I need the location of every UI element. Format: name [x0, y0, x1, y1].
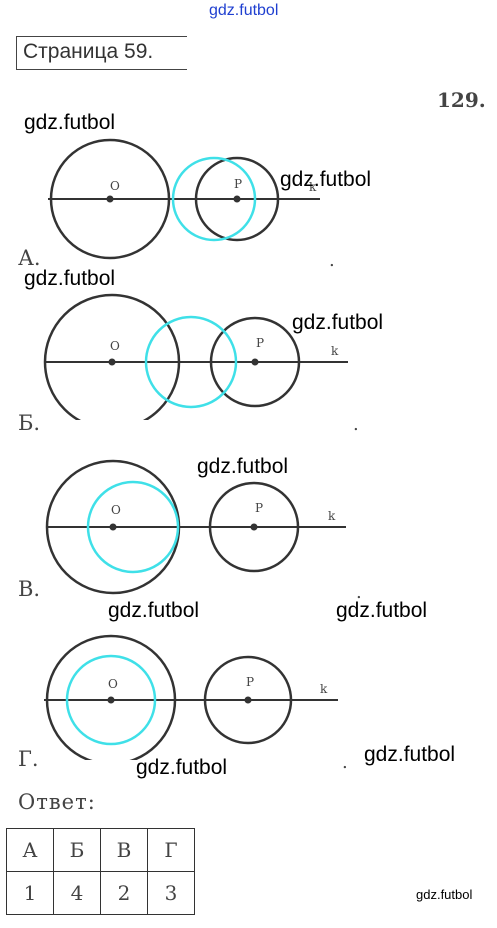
answer-header-cell: Б: [53, 828, 101, 872]
watermark-small: gdz.futbol: [416, 887, 473, 902]
label-k: k: [331, 344, 339, 358]
highlight-circle: [65, 654, 157, 746]
answer-table: А Б В Г 1 4 2 3: [6, 828, 195, 915]
variant-label-g: Г.: [18, 747, 39, 771]
figure-b: O P k: [43, 293, 348, 420]
page-title: Страница 59.: [23, 40, 154, 63]
label-o: O: [108, 677, 118, 691]
figure-v: O P k: [45, 459, 346, 595]
answer-header-row: А Б В Г: [6, 828, 195, 872]
answer-value-cell: 3: [147, 871, 195, 915]
watermark: gdz.futbol: [197, 455, 289, 478]
variant-label-b: Б.: [18, 411, 41, 435]
label-o: O: [110, 339, 120, 353]
circle-p: [208, 481, 300, 573]
circle-p: [203, 655, 293, 745]
watermark: gdz.futbol: [136, 756, 228, 779]
label-k: k: [328, 509, 336, 523]
label-p: P: [246, 675, 254, 689]
watermark: gdz.futbol: [24, 111, 116, 134]
highlight-circle: [86, 480, 180, 574]
point-p: [250, 523, 258, 531]
dot-mark: .: [342, 752, 348, 773]
point-p: [251, 358, 259, 366]
figure-g: O P k: [44, 634, 338, 760]
label-p: P: [234, 177, 242, 191]
answer-header-cell: В: [100, 828, 148, 872]
watermark: gdz.futbol: [336, 599, 428, 622]
dot-mark: .: [356, 582, 362, 603]
answer-header-cell: А: [6, 828, 54, 872]
watermark: gdz.futbol: [364, 743, 456, 766]
answer-header-cell: Г: [147, 828, 195, 872]
watermark-top: gdz.futbol: [209, 2, 279, 19]
circle-o: [45, 634, 177, 760]
circle-o: [49, 138, 171, 260]
circle-p: [209, 316, 301, 408]
figure-a: O P k: [48, 138, 320, 260]
circle-p: [194, 156, 280, 242]
variant-label-v: В.: [18, 577, 41, 601]
answer-value-cell: 2: [100, 871, 148, 915]
point-p: [233, 195, 241, 203]
label-o: O: [110, 179, 120, 193]
label-p: P: [256, 336, 264, 350]
watermark: gdz.futbol: [280, 168, 372, 191]
point-o: [108, 358, 116, 366]
answer-label: Ответ:: [18, 790, 96, 814]
label-k: k: [320, 682, 328, 696]
answer-value-cell: 4: [53, 871, 101, 915]
point-o: [107, 696, 115, 704]
dot-mark: .: [353, 414, 359, 435]
watermark: gdz.futbol: [24, 267, 116, 290]
watermark: gdz.futbol: [108, 599, 200, 622]
point-p: [244, 696, 252, 704]
highlight-circle: [144, 315, 238, 409]
label-k: k: [309, 180, 317, 194]
task-number: 129.: [437, 88, 486, 112]
watermark: gdz.futbol: [292, 311, 384, 334]
label-p: P: [255, 501, 263, 515]
highlight-circle: [171, 156, 257, 242]
point-o: [106, 195, 114, 203]
circle-o: [43, 293, 181, 420]
answer-value-cell: 1: [6, 871, 54, 915]
page-title-box: Страница 59.: [16, 36, 187, 70]
label-o: O: [111, 503, 121, 517]
variant-label-a: А.: [18, 246, 41, 270]
answer-value-row: 1 4 2 3: [6, 871, 195, 915]
point-o: [109, 523, 117, 531]
dot-mark: .: [329, 250, 335, 271]
